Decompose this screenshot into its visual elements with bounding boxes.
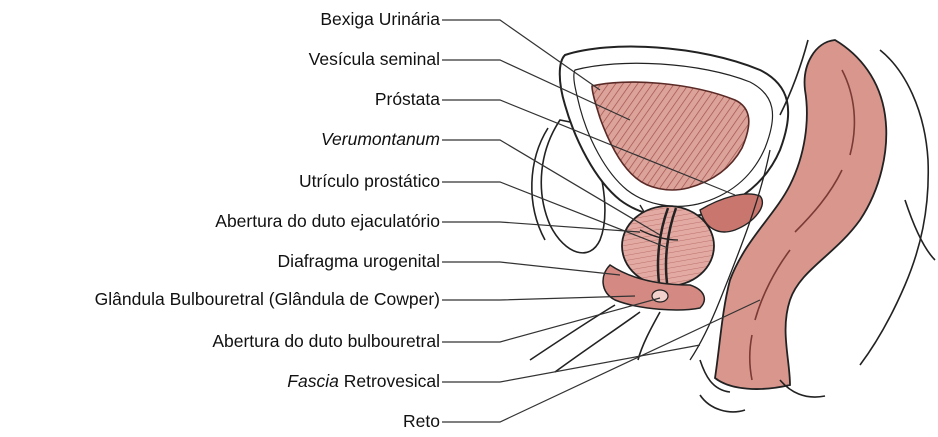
label-rectum-text: Reto: [403, 411, 440, 431]
label-bulbourethral-duct-opening-text: Abertura do duto bulbouretral: [212, 331, 440, 351]
label-retrovesical-fascia: Fascia Retrovesical: [287, 371, 440, 391]
urinary-bladder: [560, 47, 788, 218]
label-prostate-text: Próstata: [375, 89, 440, 109]
label-ejaculatory-duct-opening-text: Abertura do duto ejaculatório: [215, 211, 440, 231]
label-bladder-text: Bexiga Urinária: [320, 9, 440, 29]
leader-retrovesical-fascia: [442, 345, 700, 382]
label-bladder: Bexiga Urinária: [320, 9, 440, 29]
label-prostatic-utricle-text: Utrículo prostático: [299, 171, 440, 191]
label-bulbourethral-gland-text: Glândula Bulbouretral (Glândula de Cowpe…: [95, 289, 440, 309]
leader-urogenital-diaphragm: [442, 262, 620, 275]
label-urogenital-diaphragm: Diafragma urogenital: [278, 251, 440, 271]
label-retrovesical-fascia-italic: Fascia: [287, 371, 339, 391]
leader-bulbourethral-gland: [442, 296, 635, 300]
label-ejaculatory-duct-opening: Abertura do duto ejaculatório: [215, 211, 440, 231]
label-prostate: Próstata: [375, 89, 440, 109]
label-verumontanum-italic: Verumontanum: [321, 129, 440, 149]
label-bulbourethral-gland: Glândula Bulbouretral (Glândula de Cowpe…: [95, 289, 440, 309]
label-retrovesical-fascia-text: Retrovesical: [339, 371, 440, 391]
label-bulbourethral-duct-opening: Abertura do duto bulbouretral: [212, 331, 440, 351]
label-rectum: Reto: [403, 411, 440, 431]
label-seminal-vesicle-text: Vesícula seminal: [309, 49, 440, 69]
label-prostatic-utricle: Utrículo prostático: [299, 171, 440, 191]
label-urogenital-diaphragm-text: Diafragma urogenital: [278, 251, 440, 271]
label-seminal-vesicle: Vesícula seminal: [309, 49, 440, 69]
urethral-bulb: [530, 305, 660, 372]
label-verumontanum: Verumontanum: [321, 129, 440, 149]
